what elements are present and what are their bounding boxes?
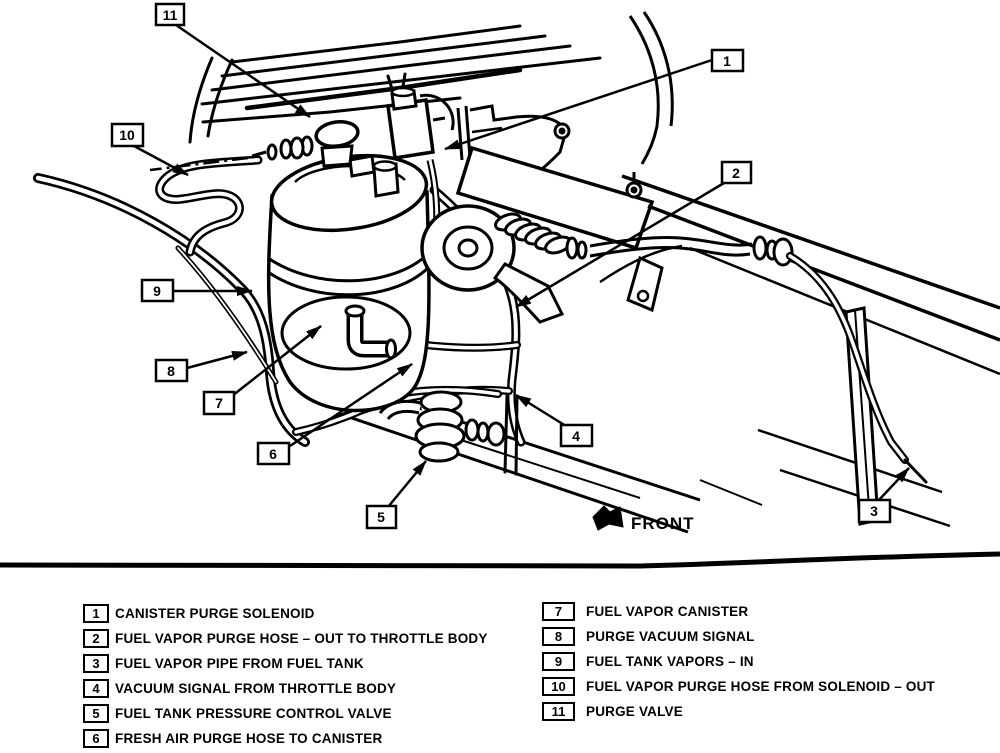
- callout-5: 5: [365, 504, 398, 530]
- legend-num-box: 3: [83, 654, 109, 673]
- legend-item-label: PURGE VACUUM SIGNAL: [586, 629, 755, 644]
- svg-text:6: 6: [269, 446, 277, 462]
- legend-item-8: 8 PURGE VACUUM SIGNAL: [542, 627, 935, 646]
- legend-item-3: 3 FUEL VAPOR PIPE FROM FUEL TANK: [83, 654, 488, 673]
- legend-num-box: 9: [542, 652, 575, 671]
- legend-num-box: 10: [542, 677, 575, 696]
- svg-text:3: 3: [870, 503, 878, 519]
- svg-text:2: 2: [732, 165, 740, 181]
- pipe-bracket: [626, 255, 664, 313]
- front-indicator: FRONT: [592, 505, 695, 533]
- legend-item-label: CANISTER PURGE SOLENOID: [115, 606, 315, 621]
- legend-item-10: 10 FUEL VAPOR PURGE HOSE FROM SOLENOID –…: [542, 677, 935, 696]
- callout-8: 8: [154, 358, 189, 383]
- legend-item-1: 1 CANISTER PURGE SOLENOID: [83, 604, 488, 623]
- callout-leaders: [133, 23, 910, 508]
- callout-2: 2: [720, 160, 753, 185]
- pulley: [420, 204, 565, 324]
- svg-text:7: 7: [215, 395, 223, 411]
- legend-item-label: FRESH AIR PURGE HOSE TO CANISTER: [115, 731, 383, 746]
- legend-item-6: 6 FRESH AIR PURGE HOSE TO CANISTER: [83, 729, 488, 748]
- svg-text:1: 1: [723, 53, 731, 69]
- canister-purge-solenoid: [386, 86, 455, 239]
- front-label: FRONT: [631, 514, 695, 533]
- strut-tower-arc: [628, 11, 674, 165]
- legend-num-box: 7: [542, 602, 575, 621]
- fuel-vapor-canister: [266, 153, 431, 413]
- legend-item-label: FUEL VAPOR CANISTER: [586, 604, 749, 619]
- legend-item-7: 7 FUEL VAPOR CANISTER: [542, 602, 935, 621]
- legend-item-9: 9 FUEL TANK VAPORS – IN: [542, 652, 935, 671]
- legend-num-box: 2: [83, 629, 109, 648]
- hose-fuel-vapor-pipe-from-tank: [786, 252, 928, 484]
- legend-item-label: VACUUM SIGNAL FROM THROTTLE BODY: [115, 681, 397, 696]
- legend-item-label: PURGE VALVE: [586, 704, 683, 719]
- svg-text:5: 5: [377, 509, 385, 525]
- legend-left-column: 1 CANISTER PURGE SOLENOID 2 FUEL VAPOR P…: [83, 604, 488, 748]
- svg-text:8: 8: [167, 363, 175, 379]
- purge-valve: [314, 120, 360, 168]
- legend-item-label: FUEL VAPOR PIPE FROM FUEL TANK: [115, 656, 364, 671]
- callout-11: 11: [154, 2, 186, 27]
- divider-line: [0, 551, 1000, 569]
- svg-text:11: 11: [163, 7, 178, 23]
- svg-text:4: 4: [572, 428, 580, 444]
- legend-num-box: 8: [542, 627, 575, 646]
- hose-fuel-tank-vapors-in: [33, 173, 310, 447]
- pipe-connector: [752, 235, 794, 267]
- legend-num-box: 6: [83, 729, 109, 748]
- front-arrow-icon: [592, 505, 624, 531]
- legend-item-11: 11 PURGE VALVE: [542, 702, 935, 721]
- legend-num-box: 5: [83, 704, 109, 723]
- legend-item-5: 5 FUEL TANK PRESSURE CONTROL VALVE: [83, 704, 488, 723]
- callout-10: 10: [110, 122, 145, 148]
- corrugated-hose: [494, 212, 588, 260]
- illustration: 11 10 1 2 9 8 7 6 5 4 3 FRONT: [0, 2, 1000, 569]
- callout-4: 4: [559, 423, 594, 448]
- legend-right-column: 7 FUEL VAPOR CANISTER 8 PURGE VACUUM SIG…: [542, 602, 935, 721]
- inlet-fitting: [149, 135, 314, 172]
- callout-3: 3: [857, 498, 892, 524]
- legend-item-label: FUEL TANK PRESSURE CONTROL VALVE: [115, 706, 392, 721]
- legend-num-box: 1: [83, 604, 109, 623]
- legend-num-box: 4: [83, 679, 109, 698]
- callout-1: 1: [710, 48, 745, 73]
- hose-purge-vacuum-signal: [175, 245, 279, 385]
- bolts: [553, 122, 643, 199]
- svg-text:9: 9: [153, 283, 161, 299]
- svg-text:10: 10: [119, 127, 135, 143]
- legend-item-label: FUEL VAPOR PURGE HOSE – OUT TO THROTTLE …: [115, 631, 488, 646]
- legend-item-label: FUEL TANK VAPORS – IN: [586, 654, 754, 669]
- callout-7: 7: [202, 390, 236, 416]
- legend-item-2: 2 FUEL VAPOR PURGE HOSE – OUT TO THROTTL…: [83, 629, 488, 648]
- legend-item-label: FUEL VAPOR PURGE HOSE FROM SOLENOID – OU…: [586, 679, 935, 694]
- legend-num-box: 11: [542, 702, 575, 721]
- legend-item-4: 4 VACUUM SIGNAL FROM THROTTLE BODY: [83, 679, 488, 698]
- fuel-pipes: [589, 235, 753, 284]
- callout-6: 6: [256, 441, 291, 466]
- pressure-control-valve: [378, 390, 506, 463]
- callout-9: 9: [140, 278, 175, 303]
